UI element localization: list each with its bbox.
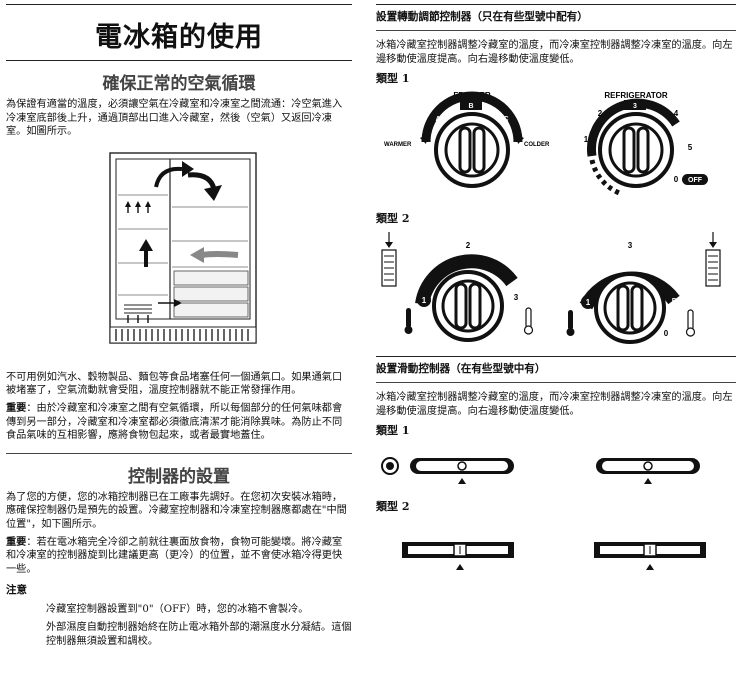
off-label: OFF [688,177,703,184]
slide-type2-label: 類型 2 [376,500,410,514]
t2-right-pos-5: 5 [672,297,677,306]
airflow-important: 重要：由於冷藏室和冷凍室之間有空氣循環，所以每個部分的任何氣味都會傳到另一部分，… [6,402,352,443]
airflow-title: 確保正常的空氣循環 [102,74,256,94]
rotary-title-rule [376,30,736,31]
airflow-diagram [109,152,257,344]
t2-left-pos-3: 3 [514,293,519,302]
important-label: 重要 [6,401,27,414]
rotary-top-rule [376,4,736,5]
rotary-title: 設置轉動調節控制器（只在有些型號中配有） [376,11,588,23]
slide-text: 冰箱冷藏室控制器調整冷藏室的溫度，而冷凍室控制器調整冷凍室的溫度。向左邊移動使溫… [376,392,733,417]
warmer-label: WARMER [384,142,412,148]
controls-important-label: 重要 [6,535,27,548]
fridge-pos-4: 4 [674,109,679,118]
slide-type1-controls [381,457,700,485]
controls-intro: 為了您的方便，您的冰箱控制器已在工廠事先調好。在您初次安裝冰箱時，應確保控制器仍… [6,491,347,530]
controls-important-text: ：若在電冰箱完全冷卻之前就往裏面放食物，食物可能變壞。將冷藏室和冷凍室的控制器旋… [6,536,343,575]
fridge-pos-5: 5 [688,143,693,152]
colder-label: COLDER [524,142,550,148]
slide-title-rule [376,382,736,384]
page-title: 電冰箱的使用 [95,22,263,53]
note-item: 外部濕度自動控制器始終在防止電冰箱外部的潮濕度水分凝結。這個控制器無須設置和調校… [46,621,352,647]
freezer-pos-c: C [503,116,508,123]
rotary-type1-dials: FREEZER B A C WARMER COLDER REFRIGERATOR… [384,91,708,197]
fridge-pos-1: 1 [584,135,589,144]
top-rule [6,4,352,5]
note-label: 注意 [6,584,27,597]
controls-rule [6,452,352,454]
note-item: 冷藏室控制器設置到"0"（OFF）時，您的冰箱不會製冷。 [46,604,309,616]
right-column: 設置轉動調節控制器（只在有些型號中配有） 冰箱冷藏室控制器調整冷藏室的溫度，而冷… [376,0,736,574]
rotary-type2-label: 類型 2 [376,212,410,226]
slide-top-rule [376,356,736,358]
t2-right-pos-3: 3 [628,241,633,250]
title-rule [6,60,352,61]
airflow-intro: 為保證有適當的溫度，必須讓空氣在冷藏室和冷凍室之間流通：冷空氣進入冷凍室底部後上… [6,99,343,138]
airflow-warning: 不可用例如汽水、穀物製品、麵包等食品堵塞任何一個通氣口。如果通氣口被堵塞了，空氣… [6,371,343,397]
freezer-pos-a: A [435,116,440,123]
t2-right-pos-2: 2 [594,263,599,272]
left-column: 電冰箱的使用 確保正常的空氣循環 為保證有適當的溫度，必須讓空氣在冷藏室和冷凍室… [6,0,352,652]
t2-right-pos-4: 4 [662,263,667,272]
controls-important: 重要：若在電冰箱完全冷卻之前就往裏面放食物，食物可能變壞。將冷藏室和冷凍室的控制… [6,536,352,577]
rotary-type2-dials: 1 2 3 1 2 3 4 5 0 [381,232,721,345]
t2-right-pos-1: 1 [586,298,591,307]
important-text: ：由於冷藏室和冷凍室之間有空氣循環，所以每個部分的任何氣味都會傳到另一部分，冷藏… [6,402,343,442]
t2-right-pos-0: 0 [664,329,669,338]
slide-type2-controls [402,542,706,571]
fridge-pos-0: 0 [674,175,679,184]
rotary-type1-label: 類型 1 [376,72,410,86]
fridge-pos-2: 2 [598,109,603,118]
t2-left-pos-1: 1 [422,296,427,305]
t2-left-pos-2: 2 [466,241,471,250]
refrigerator-label: REFRIGERATOR [604,91,667,100]
fridge-pos-3: 3 [633,103,637,110]
freezer-pos-b: B [468,103,473,110]
slide-title: 設置滑動控制器（在有些型號中有） [376,363,546,376]
slide-type1-label: 類型 1 [376,424,410,438]
controls-title: 控制器的設置 [128,466,230,487]
rotary-text: 冰箱冷藏室控制器調整冷藏室的溫度，而冷凍室控制器調整冷凍室的溫度。向左邊移動使溫… [376,40,733,65]
